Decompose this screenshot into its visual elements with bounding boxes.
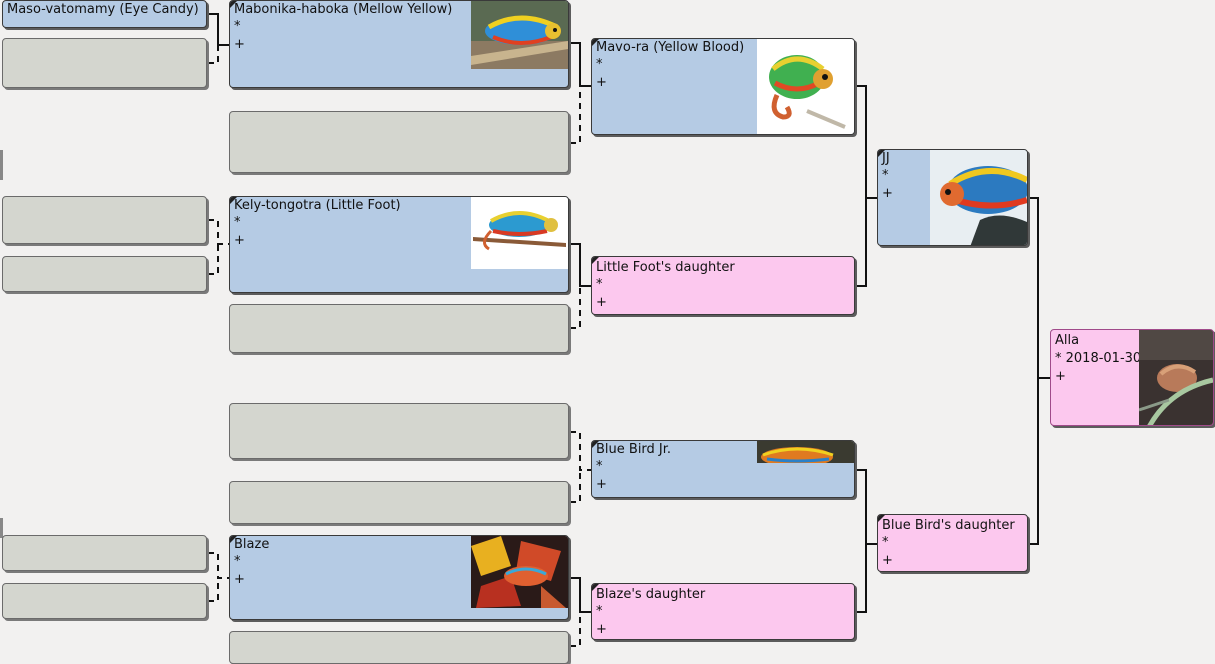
person-death: + [882, 186, 893, 201]
person-card-mavo-ra[interactable]: Mavo-ra (Yellow Blood) * + [591, 38, 855, 135]
person-name: Kely-tongotra (Little Foot) [234, 198, 401, 213]
person-death: + [596, 477, 607, 492]
connector-line-dashed [208, 45, 219, 64]
scroll-edge-marker [0, 150, 3, 180]
person-card-mabonika-haboka[interactable]: Mabonika-haboka (Mellow Yellow) * + [229, 0, 569, 88]
person-death: + [1055, 369, 1066, 384]
connector-line [856, 469, 877, 545]
chameleon-photo [1139, 330, 1213, 425]
person-death: + [596, 622, 607, 637]
corner-marker [878, 515, 885, 522]
chameleon-photo [471, 197, 568, 269]
empty-ancestor-slot[interactable] [2, 38, 207, 88]
chameleon-photo [471, 1, 568, 69]
person-death: + [596, 295, 607, 310]
person-card-blue-bird-jr[interactable]: Blue Bird Jr. * + [591, 440, 855, 498]
person-birth: * [234, 215, 241, 230]
chameleon-photo [471, 536, 568, 608]
chameleon-photo [930, 150, 1027, 245]
connector-line-dashed [570, 86, 581, 144]
connector-line-dashed [208, 552, 229, 579]
corner-marker [592, 441, 599, 448]
person-death: + [234, 572, 245, 587]
person-card-little-foots-daughter[interactable]: Little Foot's daughter * + [591, 256, 855, 315]
corner-marker [592, 257, 599, 264]
empty-ancestor-slot[interactable] [2, 196, 207, 244]
connector-line-dashed [570, 431, 591, 471]
scroll-edge-marker [0, 518, 3, 538]
connector-line [570, 42, 591, 87]
person-birth: * [596, 459, 603, 474]
corner-marker [592, 39, 599, 46]
corner-marker [592, 584, 599, 591]
connector-line-dashed [570, 612, 581, 647]
connector-line-dashed [208, 578, 219, 602]
connector-line-dashed [208, 219, 229, 245]
connector-line [208, 13, 229, 46]
connector-line [856, 544, 867, 613]
person-name: Mabonika-haboka (Mellow Yellow) [234, 2, 453, 17]
empty-ancestor-slot[interactable] [2, 256, 207, 292]
person-birth: * 2018-01-30 [1055, 351, 1142, 366]
person-birth: * [596, 604, 603, 619]
person-name: Blaze [234, 537, 270, 552]
empty-ancestor-slot[interactable] [229, 304, 569, 353]
corner-marker [230, 197, 237, 204]
connector-line-dashed [208, 244, 219, 275]
person-death: + [882, 553, 893, 568]
empty-ancestor-slot[interactable] [229, 631, 569, 664]
empty-ancestor-slot[interactable] [2, 583, 207, 619]
person-name: Alla [1055, 333, 1080, 348]
person-card-jj[interactable]: JJ * + [877, 149, 1028, 246]
empty-ancestor-slot[interactable] [229, 481, 569, 524]
person-death: + [234, 37, 245, 52]
chameleon-photo [757, 441, 854, 463]
corner-marker [230, 1, 237, 8]
person-name: Mavo-ra (Yellow Blood) [596, 40, 745, 55]
person-card-kely-tongotra[interactable]: Kely-tongotra (Little Foot) * + [229, 196, 569, 293]
person-card-blazes-daughter[interactable]: Blaze's daughter * + [591, 583, 855, 640]
person-birth: * [234, 19, 241, 34]
connector-line [856, 198, 867, 287]
person-card-blue-birds-daughter[interactable]: Blue Bird's daughter * + [877, 514, 1028, 572]
person-birth: * [882, 168, 889, 183]
connector-line [570, 577, 591, 613]
person-birth: * [596, 277, 603, 292]
person-birth: * [596, 57, 603, 72]
person-name: Blaze's daughter [596, 587, 706, 602]
connector-line-dashed [570, 286, 581, 329]
person-card-maso-vatomamy[interactable]: Maso-vatomamy (Eye Candy) [2, 0, 207, 28]
person-card-blaze[interactable]: Blaze * + [229, 535, 569, 620]
chameleon-photo [757, 39, 854, 134]
empty-ancestor-slot[interactable] [229, 403, 569, 459]
person-birth: * [882, 535, 889, 550]
corner-marker [878, 150, 885, 157]
person-name: Little Foot's daughter [596, 260, 735, 275]
connector-line [856, 85, 877, 199]
empty-ancestor-slot[interactable] [2, 535, 207, 571]
corner-marker [230, 536, 237, 543]
connector-line-dashed [570, 470, 581, 503]
person-birth: * [234, 554, 241, 569]
person-card-alla[interactable]: Alla * 2018-01-30 + [1050, 329, 1214, 426]
connector-line [1028, 197, 1050, 379]
person-name: Blue Bird Jr. [596, 442, 672, 457]
connector-line [570, 243, 591, 287]
connector-line [1028, 378, 1039, 545]
person-name: JJ [882, 151, 890, 166]
person-death: + [234, 233, 245, 248]
empty-ancestor-slot[interactable] [229, 111, 569, 173]
person-name: Maso-vatomamy (Eye Candy) [7, 2, 199, 17]
person-death: + [596, 75, 607, 90]
person-name: Blue Bird's daughter [882, 518, 1015, 533]
